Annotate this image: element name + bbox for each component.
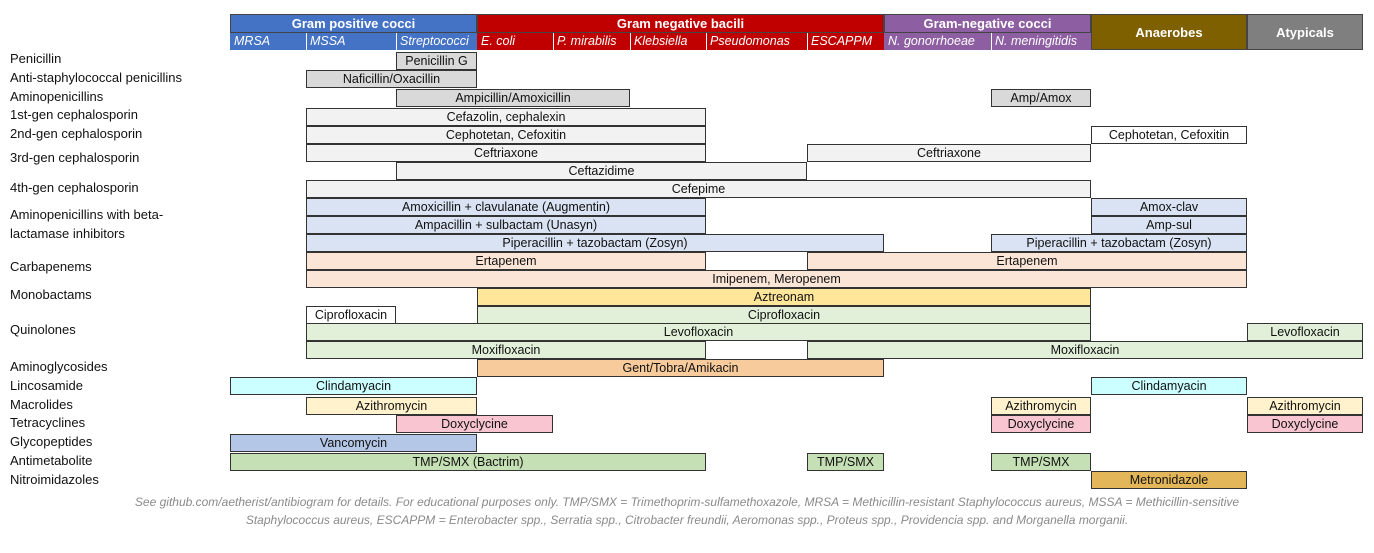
group-header-gram-negative-bacili: Gram negative bacili [477,14,884,33]
row-label-anti-staph: Anti-staphylococcal penicillins [10,70,182,85]
organism-escappm: ESCAPPM [807,33,884,50]
drug-bar-tmp-smx-bactrim: TMP/SMX (Bactrim) [230,453,706,471]
row-label-quinolones: Quinolones [10,322,76,337]
drug-bar-amoxicillin-clavulanate-augmentin: Amoxicillin + clavulanate (Augmentin) [306,198,706,216]
drug-bar-cephotetan-cefoxitin: Cephotetan, Cefoxitin [1091,126,1247,144]
row-label-tetracyclines: Tetracyclines [10,415,86,430]
drug-bar-ampacillin-sulbactam-unasyn: Ampacillin + sulbactam (Unasyn) [306,216,706,234]
drug-bar-azithromycin: Azithromycin [1247,397,1363,415]
drug-bar-vancomycin: Vancomycin [230,434,477,452]
drug-bar-ertapenem: Ertapenem [306,252,706,270]
drug-bar-ciprofloxacin: Ciprofloxacin [477,306,1091,324]
drug-bar-metronidazole: Metronidazole [1091,471,1247,489]
drug-bar-levofloxacin: Levofloxacin [1247,323,1363,341]
drug-bar-moxifloxacin: Moxifloxacin [807,341,1363,359]
organism-n-gonorrhoeae: N. gonorrhoeae [884,33,991,50]
drug-bar-penicillin-g: Penicillin G [396,52,477,70]
drug-bar-ertapenem: Ertapenem [807,252,1247,270]
drug-bar-ceftriaxone: Ceftriaxone [306,144,706,162]
row-label-gen1: 1st-gen cephalosporin [10,107,138,122]
row-label-antimetabolite: Antimetabolite [10,453,93,468]
drug-bar-doxyclycine: Doxyclycine [396,415,553,433]
drug-bar-levofloxacin: Levofloxacin [306,323,1091,341]
organism-e-coli: E. coli [477,33,553,50]
drug-bar-doxyclycine: Doxyclycine [991,415,1091,433]
row-label-aminoglycosides: Aminoglycosides [10,359,108,374]
footnote-line2: Staphylococcus aureus, ESCAPPM = Enterob… [245,513,1129,527]
drug-bar-cefazolin-cephalexin: Cefazolin, cephalexin [306,108,706,126]
drug-bar-cefepime: Cefepime [306,180,1091,198]
group-header-gram-positive-cocci: Gram positive cocci [230,14,477,33]
organism-klebsiella: Klebsiella [630,33,706,50]
drug-bar-gent-tobra-amikacin: Gent/Tobra/Amikacin [477,359,884,377]
drug-bar-imipenem-meropenem: Imipenem, Meropenem [306,270,1247,288]
row-label-macrolides: Macrolides [10,397,73,412]
row-label-penicillin: Penicillin [10,51,62,66]
group-header-atypicals: Atypicals [1247,14,1363,50]
group-header-anaerobes: Anaerobes [1091,14,1247,50]
organism-mssa: MSSA [306,33,396,50]
row-label-gen3: 3rd-gen cephalosporin [10,150,140,165]
drug-bar-tmp-smx: TMP/SMX [807,453,884,471]
drug-bar-tmp-smx: TMP/SMX [991,453,1091,471]
organism-streptococci: Streptococci [396,33,477,50]
drug-bar-amp-amox: Amp/Amox [991,89,1091,107]
drug-bar-ceftriaxone: Ceftriaxone [807,144,1091,162]
drug-bar-cephotetan-cefoxitin: Cephotetan, Cefoxitin [306,126,706,144]
row-label-carbapenems: Carbapenems [10,259,92,274]
drug-bar-azithromycin: Azithromycin [306,397,477,415]
drug-bar-moxifloxacin: Moxifloxacin [306,341,706,359]
row-label-monobactams: Monobactams [10,287,92,302]
drug-bar-azithromycin: Azithromycin [991,397,1091,415]
row-label-lincosamide: Lincosamide [10,378,83,393]
row-label-aminopenicillins: Aminopenicillins [10,89,104,104]
drug-bar-ciprofloxacin: Ciprofloxacin [306,306,396,324]
drug-bar-ampicillin-amoxicillin: Ampicillin/Amoxicillin [396,89,630,107]
drug-bar-ceftazidime: Ceftazidime [396,162,807,180]
drug-bar-amp-sul: Amp-sul [1091,216,1247,234]
footnote-line1: See github.com/aetherist/antibiogram for… [134,495,1240,509]
drug-bar-amox-clav: Amox-clav [1091,198,1247,216]
group-header-gram-negative-cocci: Gram-negative cocci [884,14,1091,33]
organism-mrsa: MRSA [230,33,306,50]
organism-p-mirabilis: P. mirabilis [553,33,630,50]
drug-bar-aztreonam: Aztreonam [477,288,1091,306]
row-label-gen2: 2nd-gen cephalosporin [10,126,143,141]
drug-bar-piperacillin-tazobactam-zosyn: Piperacillin + tazobactam (Zosyn) [306,234,884,252]
row-label-gen4: 4th-gen cephalosporin [10,180,139,195]
row-label-bli: Aminopenicillins with beta-lactamase inh… [10,207,164,241]
drug-bar-doxyclycine: Doxyclycine [1247,415,1363,433]
drug-bar-clindamyacin: Clindamyacin [230,377,477,395]
drug-bar-naficillin-oxacillin: Naficillin/Oxacillin [306,70,477,88]
row-label-nitroimidazoles: Nitroimidazoles [10,472,99,487]
organism-n-meningitidis: N. meningitidis [991,33,1091,50]
row-label-glycopeptides: Glycopeptides [10,434,93,449]
organism-pseudomonas: Pseudomonas [706,33,807,50]
drug-bar-piperacillin-tazobactam-zosyn: Piperacillin + tazobactam (Zosyn) [991,234,1247,252]
drug-bar-clindamyacin: Clindamyacin [1091,377,1247,395]
